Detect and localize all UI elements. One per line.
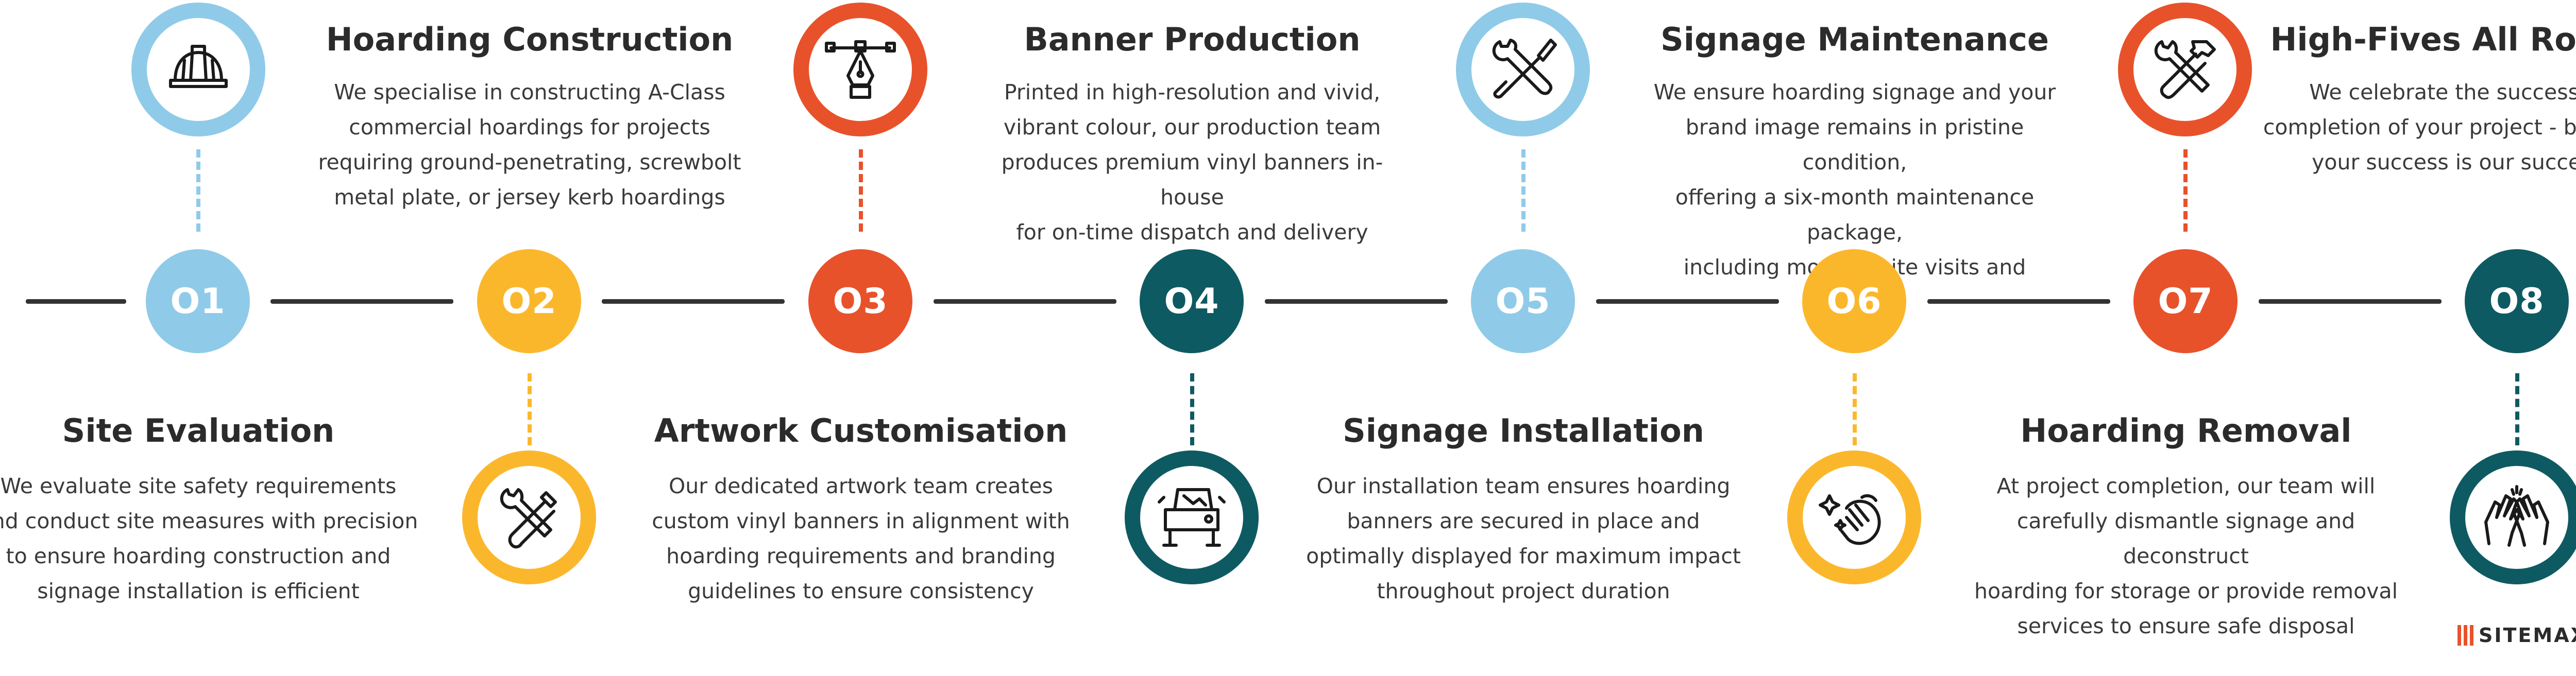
step-7-connector <box>2183 149 2188 232</box>
timeline-line <box>934 299 1116 304</box>
pen-tool-icon <box>825 40 896 99</box>
timeline-line <box>1596 299 1779 304</box>
step-3-icon-ring <box>793 3 927 136</box>
step-3-number-badge: O3 <box>808 249 912 353</box>
step-8-title: High-Fives All Round <box>2270 21 2576 58</box>
step-3-title: Artwork Customisation <box>654 412 1068 449</box>
timeline-line <box>602 299 785 304</box>
step-2-number-badge: O2 <box>477 249 581 353</box>
step-4-connector <box>1190 373 1194 445</box>
step-3-connector <box>859 149 863 232</box>
step-8-icon-ring <box>2450 450 2576 584</box>
step-8-number-badge: O8 <box>2465 249 2569 353</box>
step-6-title: Signage Maintenance <box>1660 21 2049 58</box>
cleaning-hand-icon <box>1819 494 1881 545</box>
timeline-line <box>1265 299 1448 304</box>
step-6-number-badge: O6 <box>1802 249 1906 353</box>
wrench-screwdriver-icon <box>1492 39 1557 99</box>
step-7-number: O7 <box>2158 281 2213 322</box>
timeline-line <box>1927 299 2110 304</box>
step-4-number: O4 <box>1164 281 1219 322</box>
logo-text: SITEMAX <box>2479 624 2576 647</box>
step-2-icon-ring <box>462 450 596 584</box>
tools-icon <box>500 488 557 549</box>
step-4-number-badge: O4 <box>1140 249 1244 353</box>
step-2-title: Hoarding Construction <box>326 21 734 58</box>
step-8-number: O8 <box>2489 281 2545 322</box>
timeline-line <box>26 299 126 304</box>
step-7-description: At project completion, our team will car… <box>1974 474 2398 638</box>
step-4-icon-ring <box>1125 450 1259 584</box>
step-6-number: O6 <box>1826 281 1882 322</box>
step-5-number-badge: O5 <box>1471 249 1575 353</box>
sitemax-logo: SITEMAX <box>2458 624 2576 647</box>
step-5-connector <box>1521 149 1526 232</box>
hammer-wrench-icon <box>2154 40 2216 99</box>
step-3-number: O3 <box>833 281 888 322</box>
step-4-title: Banner Production <box>1024 21 1361 58</box>
high-five-icon <box>2484 485 2549 547</box>
step-5-number: O5 <box>1495 281 1551 322</box>
printer-icon <box>1158 488 1226 547</box>
timeline-line <box>270 299 453 304</box>
step-1-description: We evaluate site safety requirements and… <box>0 474 418 603</box>
step-1-connector <box>196 149 200 232</box>
step-1-icon-ring <box>131 3 265 136</box>
step-3-description: Our dedicated artwork team creates custo… <box>652 474 1070 603</box>
hard-hat-icon <box>169 45 228 88</box>
timeline-line <box>2259 299 2442 304</box>
logo-mark <box>2458 625 2473 646</box>
step-4-description: Printed in high-resolution and vivid, vi… <box>1001 80 1383 245</box>
step-2-connector <box>528 373 532 445</box>
step-2-description: We specialise in constructing A-Class co… <box>318 80 741 210</box>
step-6-connector <box>1853 373 1857 445</box>
step-7-number-badge: O7 <box>2133 249 2238 353</box>
step-8-description: We celebrate the successful completion o… <box>2263 80 2576 175</box>
step-1-title: Site Evaluation <box>62 412 335 449</box>
step-5-title: Signage Installation <box>1343 412 1704 449</box>
step-1-number-badge: O1 <box>146 249 250 353</box>
step-5-description: Our installation team ensures hoarding b… <box>1306 474 1741 603</box>
step-5-icon-ring <box>1456 3 1590 136</box>
step-6-icon-ring <box>1787 450 1921 584</box>
step-7-title: Hoarding Removal <box>2020 412 2352 449</box>
step-1-number: O1 <box>170 281 226 322</box>
step-2-number: O2 <box>501 281 557 322</box>
step-8-connector <box>2515 373 2519 445</box>
